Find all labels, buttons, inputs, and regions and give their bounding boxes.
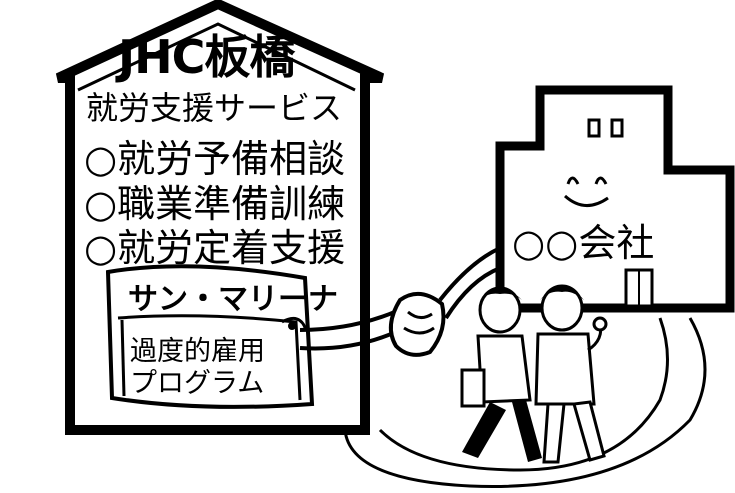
path-line — [343, 317, 707, 488]
company-building-outline — [495, 85, 735, 313]
org-title: JHC板橋 — [118, 30, 295, 84]
company-arm — [438, 246, 501, 302]
program-line-2: プログラム — [130, 368, 265, 399]
service-item: ○就労予備相談 — [84, 137, 346, 181]
program-line-1: 過度的雇用 — [130, 336, 265, 367]
program-banner: サン・マリーナ — [128, 282, 338, 317]
services-heading: 就労支援サービス — [86, 89, 343, 127]
worker-figure-right — [534, 284, 608, 464]
company-label: ○○会社 — [512, 221, 655, 265]
service-item: ○職業準備訓練 — [84, 182, 346, 226]
worker-figure-left — [460, 286, 542, 462]
handshake-icon — [388, 292, 446, 357]
program-sign — [105, 264, 315, 409]
service-item: ○就労定着支援 — [84, 226, 346, 270]
